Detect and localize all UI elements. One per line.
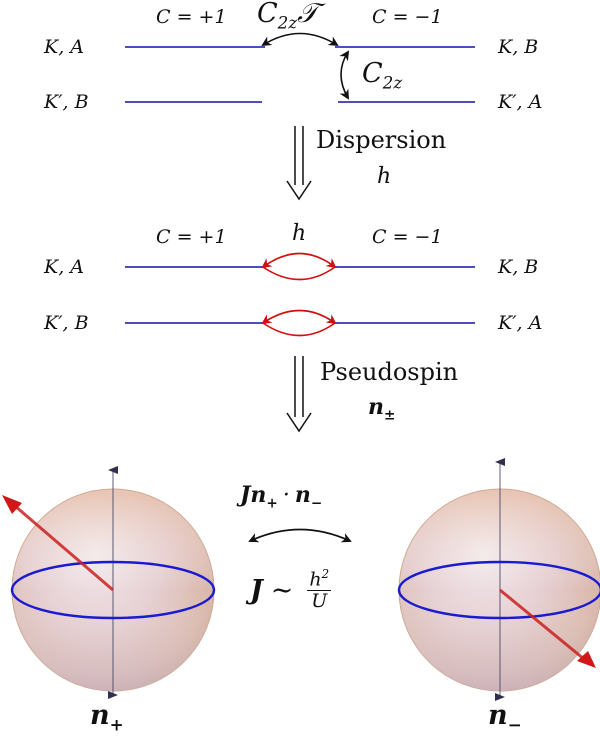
valley-label-right-bottom: K′, A bbox=[498, 91, 543, 113]
pseudospin-arrow-left bbox=[7, 498, 114, 592]
coupling-arrow-top bbox=[261, 252, 337, 281]
valley-label-mid-right-top: K, B bbox=[498, 256, 539, 278]
chern-label-left-mid: C = +1 bbox=[156, 226, 227, 248]
chern-label-left-top: C = +1 bbox=[156, 6, 227, 28]
valley-label-right-top: K, B bbox=[498, 36, 539, 58]
sphere-right-equator bbox=[397, 560, 600, 620]
c2z-arrow bbox=[339, 50, 350, 100]
step-pseudospin-word: Pseudospin bbox=[320, 358, 459, 386]
interaction-arrow bbox=[248, 528, 352, 543]
down-double-arrow-pseudospin bbox=[286, 356, 312, 433]
sphere-left bbox=[2, 466, 216, 699]
step-pseudospin-symbol: n± bbox=[368, 394, 396, 424]
coupling-arrow-bottom bbox=[261, 309, 337, 337]
valley-label-mid-left-top: K, A bbox=[44, 256, 84, 278]
valley-label-left-bottom: K′, B bbox=[44, 91, 89, 113]
step-dispersion-word: Dispersion bbox=[316, 126, 447, 154]
c2zt-label: C2z𝒯 bbox=[257, 0, 318, 33]
sphere-left-label: n+ bbox=[90, 700, 124, 735]
pseudospin-arrowhead-right bbox=[577, 651, 596, 668]
chern-label-right-top: C = −1 bbox=[372, 6, 443, 28]
top-panel-bands bbox=[125, 32, 475, 103]
valley-label-left-top: K, A bbox=[44, 36, 84, 58]
valley-label-mid-right-bottom: K′, A bbox=[498, 312, 543, 334]
middle-panel-bands bbox=[125, 252, 475, 337]
interaction-label: Jn+·n− bbox=[240, 482, 323, 512]
c2z-label: C2z bbox=[362, 58, 403, 93]
valley-label-mid-left-bottom: K′, B bbox=[44, 312, 89, 334]
scaling-label: J ∼ h2 U bbox=[250, 567, 332, 613]
sphere-left-equator bbox=[10, 560, 216, 620]
down-double-arrow-dispersion bbox=[286, 126, 312, 201]
pseudospin-arrowhead-left bbox=[2, 495, 22, 514]
sphere-right-label: n− bbox=[488, 700, 522, 735]
coupling-label-h: h bbox=[292, 221, 307, 246]
step-dispersion-symbol: h bbox=[377, 164, 392, 189]
sphere-right bbox=[397, 458, 600, 701]
pseudospin-arrow-right bbox=[499, 588, 591, 666]
chern-label-right-mid: C = −1 bbox=[372, 226, 443, 248]
c2zt-arrow bbox=[261, 32, 339, 47]
